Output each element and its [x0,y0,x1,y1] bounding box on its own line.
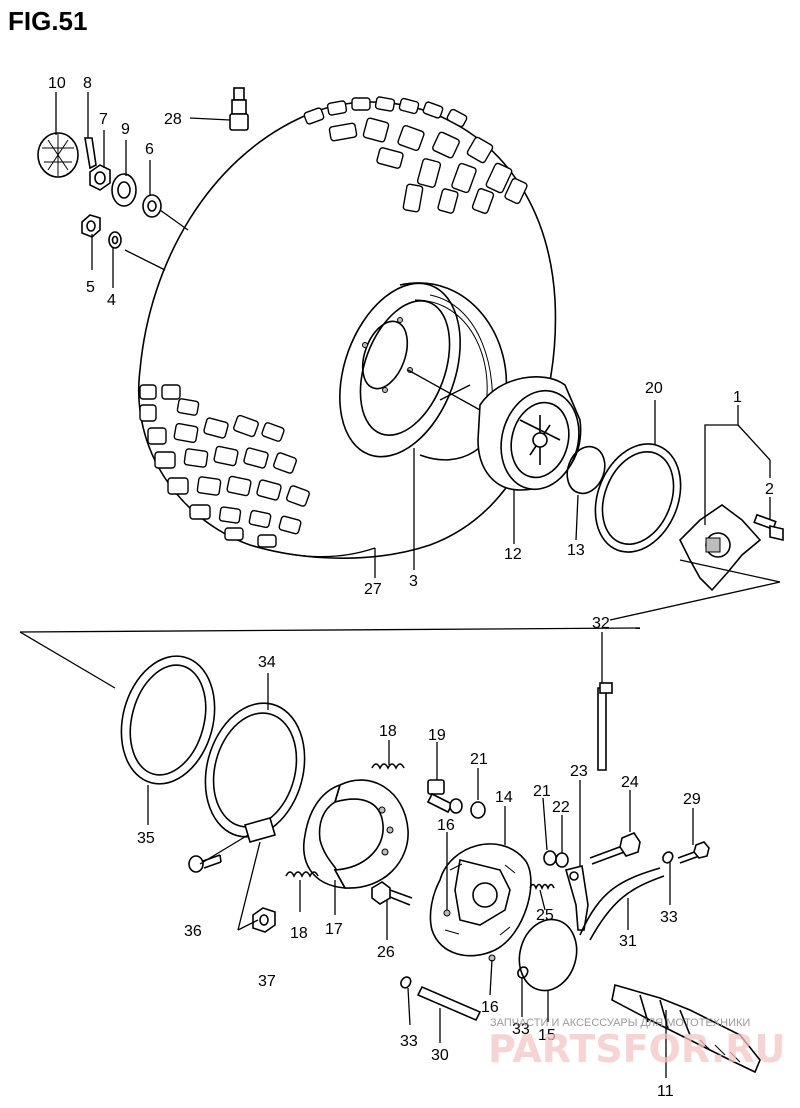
watermark: ЗАПЧАСТИ И АКСЕССУАРЫ ДЛЯ МОТОТЕХНИКИ PA… [488,1017,785,1071]
spring-part-25 [529,883,555,891]
callout-5: 5 [86,279,95,296]
callout-6: 6 [145,141,154,158]
o-ring-part-13 [566,445,606,495]
callout-9: 9 [121,121,130,138]
seal-part-35 [120,655,216,785]
callout-2: 2 [765,481,774,498]
callout-31: 31 [619,933,637,950]
callout-15: 15 [538,1027,556,1044]
callout-24: 24 [621,774,639,791]
nut-part-5 [81,214,101,238]
callout-36: 36 [184,923,202,940]
callout-29: 29 [683,791,701,808]
callout-10: 10 [48,75,66,92]
nut-part-7 [89,164,111,191]
callout-labels: 10 8 7 9 6 28 5 4 20 1 2 13 12 3 27 32 3… [48,75,774,1100]
wheel-rim-part-3 [339,282,508,461]
callout-19: 19 [428,727,446,744]
callout-20: 20 [645,380,663,397]
callout-17: 17 [325,921,343,938]
washer-part-4 [108,231,122,249]
callout-21-right: 21 [533,783,551,800]
callout-22: 22 [552,799,570,816]
tire-tread-top [303,96,528,214]
callout-12: 12 [504,546,522,563]
callout-28: 28 [164,111,182,128]
washer-part-6 [142,194,162,218]
callout-8: 8 [83,75,92,92]
washer-part-9 [111,173,137,207]
callout-21-top: 21 [470,751,488,768]
figure-title: FIG.51 [8,6,87,36]
watermark-brand: PARTSFOR.RU [488,1027,785,1071]
callout-26: 26 [377,944,395,961]
callout-32: 32 [592,615,610,632]
callout-7: 7 [99,111,108,128]
clip-part-33-right [662,851,674,864]
spring-part-18-bottom [285,871,319,878]
brake-shoe-part-17 [303,779,409,889]
valve-stem-part-28 [229,87,249,131]
washer-part-22 [555,852,569,868]
watermark-caption: ЗАПЧАСТИ И АКСЕССУАРЫ ДЛЯ МОТОТЕХНИКИ [490,1017,750,1029]
pin-part-30 [416,985,482,1022]
callout-23: 23 [570,763,588,780]
callout-25: 25 [536,907,554,924]
seal-ring-part-20 [594,443,682,553]
washer-part-21 [470,801,486,819]
callout-33-middle: 33 [512,1021,530,1038]
callout-11: 11 [657,1083,674,1100]
axle-part-11 [611,983,761,1074]
brake-panel-part-14 [429,843,532,962]
callout-16-bottom: 16 [481,999,499,1016]
bolt-part-2 [753,513,784,542]
callout-18-bottom: 18 [290,925,308,942]
callout-30: 30 [431,1047,449,1064]
leader-lines [19,92,781,1078]
rod-part-31 [579,867,665,941]
brake-cam-part-19 [426,779,463,814]
washer-part-21b [543,850,557,866]
tire-part-27 [138,96,557,559]
callout-33-right: 33 [660,909,678,926]
clip-part-33-left [400,976,412,989]
brake-arm-part-23 [565,865,589,931]
cap-nut-part-10 [37,132,79,178]
cotter-pin-part-8 [84,137,97,170]
screw-part-36 [188,854,222,873]
cover-part-15 [518,918,578,992]
callout-16-top: 16 [437,817,455,834]
cable-part-32 [597,682,613,771]
brake-drum-part-34 [204,702,306,843]
bolt-part-29 [677,841,710,864]
hub-flange-part-1 [679,504,762,592]
callout-18-top: 18 [379,723,397,740]
callout-37: 37 [258,973,276,990]
callout-14: 14 [495,789,513,806]
nut-part-37 [252,907,276,933]
tire-tread-side [139,384,310,548]
callout-4: 4 [107,292,116,309]
callout-33-left: 33 [400,1033,418,1050]
clip-part-33-middle [517,966,529,979]
bolt-part-26 [371,881,413,906]
callout-27: 27 [364,581,382,598]
callout-34: 34 [258,654,276,671]
hub-drum-part-12 [477,376,582,491]
callout-1: 1 [733,389,742,406]
callout-13: 13 [567,542,585,559]
bolt-part-24 [589,832,641,865]
spring-part-18-top [371,763,405,770]
callout-35: 35 [137,830,155,847]
callout-3: 3 [409,573,418,590]
